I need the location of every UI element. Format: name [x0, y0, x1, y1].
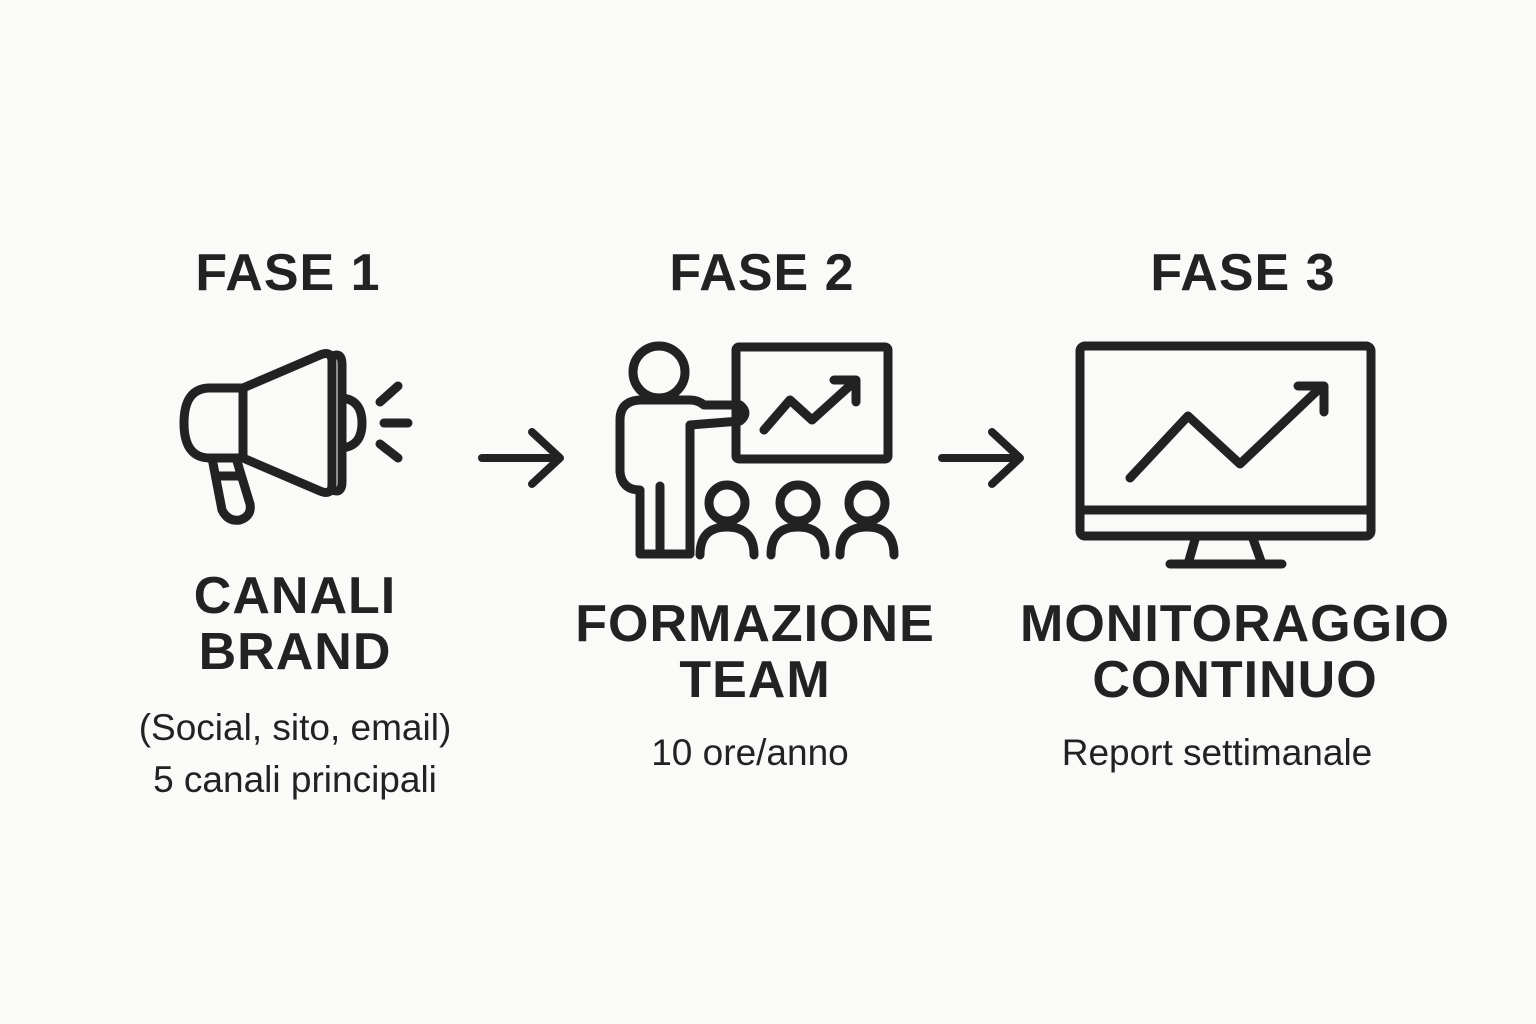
phase-1-detail-line: (Social, sito, email) — [138, 707, 452, 748]
phase-3-detail-line: Report settimanale — [1061, 732, 1373, 773]
arrow-right-icon — [476, 426, 568, 490]
phase-2-title: FORMAZIONE TEAM — [495, 596, 1015, 708]
phase-3-title-line: CONTINUO — [1092, 651, 1378, 709]
megaphone-icon — [170, 340, 420, 530]
phase-1-label: FASE 1 — [195, 244, 381, 302]
arrow-right-icon — [936, 426, 1028, 490]
phase-3-label: FASE 3 — [1150, 244, 1336, 302]
phase-1-detail: (Social, sito, email) 5 canali principal… — [35, 702, 555, 806]
monitor-chart-icon — [1070, 335, 1380, 575]
phase-1-title-line: CANALI — [193, 567, 397, 625]
phase-1-title-line: BRAND — [198, 623, 392, 681]
phase-2-detail-line: 10 ore/anno — [651, 732, 849, 773]
phase-2-title-line: TEAM — [679, 651, 831, 709]
phase-1-title: CANALI BRAND — [35, 568, 555, 680]
phase-2-title-line: FORMAZIONE — [575, 595, 935, 653]
phase-1-detail-line: 5 canali principali — [153, 759, 437, 800]
phase-2-detail: 10 ore/anno — [490, 727, 1010, 779]
phase-3-detail: Report settimanale — [957, 727, 1477, 779]
presentation-team-icon — [605, 335, 905, 565]
phase-3-title: MONITORAGGIO CONTINUO — [975, 596, 1495, 708]
phase-2-label: FASE 2 — [669, 244, 855, 302]
phase-3-title-line: MONITORAGGIO — [1020, 595, 1450, 653]
